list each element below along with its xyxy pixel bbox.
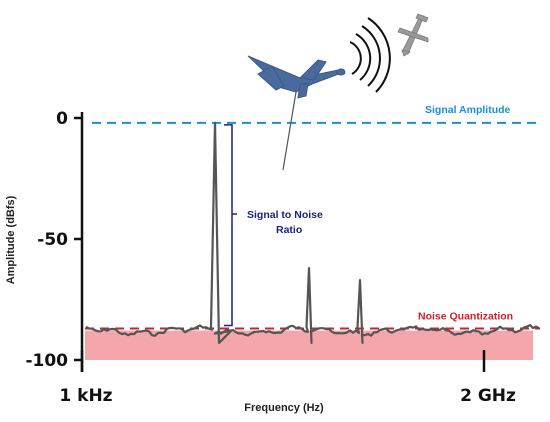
uav-drone-icon	[247, 55, 346, 99]
x-tick-label: 2 GHz	[460, 386, 516, 406]
uav-antenna-line	[282, 91, 297, 171]
y-tick-label: -100	[25, 351, 68, 371]
y-tick-group: 0 -50 -100	[25, 109, 82, 371]
signal-amplitude-label: Signal Amplitude	[425, 104, 511, 116]
y-tick-label: -50	[37, 230, 68, 250]
x-tick-label: 1 kHz	[59, 386, 112, 406]
snr-bracket	[224, 124, 237, 327]
snr-label-line2: Ratio	[276, 224, 302, 236]
spectrum-trace-line	[85, 121, 540, 345]
x-axis-label: Frequency (Hz)	[244, 402, 324, 414]
small-aircraft-icon	[397, 13, 429, 57]
noise-quantization-label: Noise Quantization	[418, 311, 513, 323]
snr-label-line1: Signal to Noise	[247, 209, 323, 221]
noise-quantization-band	[85, 330, 533, 360]
y-tick-label: 0	[56, 109, 68, 129]
radio-waves-icon	[349, 17, 391, 93]
x-tick-group: 1 kHz 2 GHz	[59, 350, 516, 406]
y-axis-label: Amplitude (dBfs)	[5, 195, 17, 284]
